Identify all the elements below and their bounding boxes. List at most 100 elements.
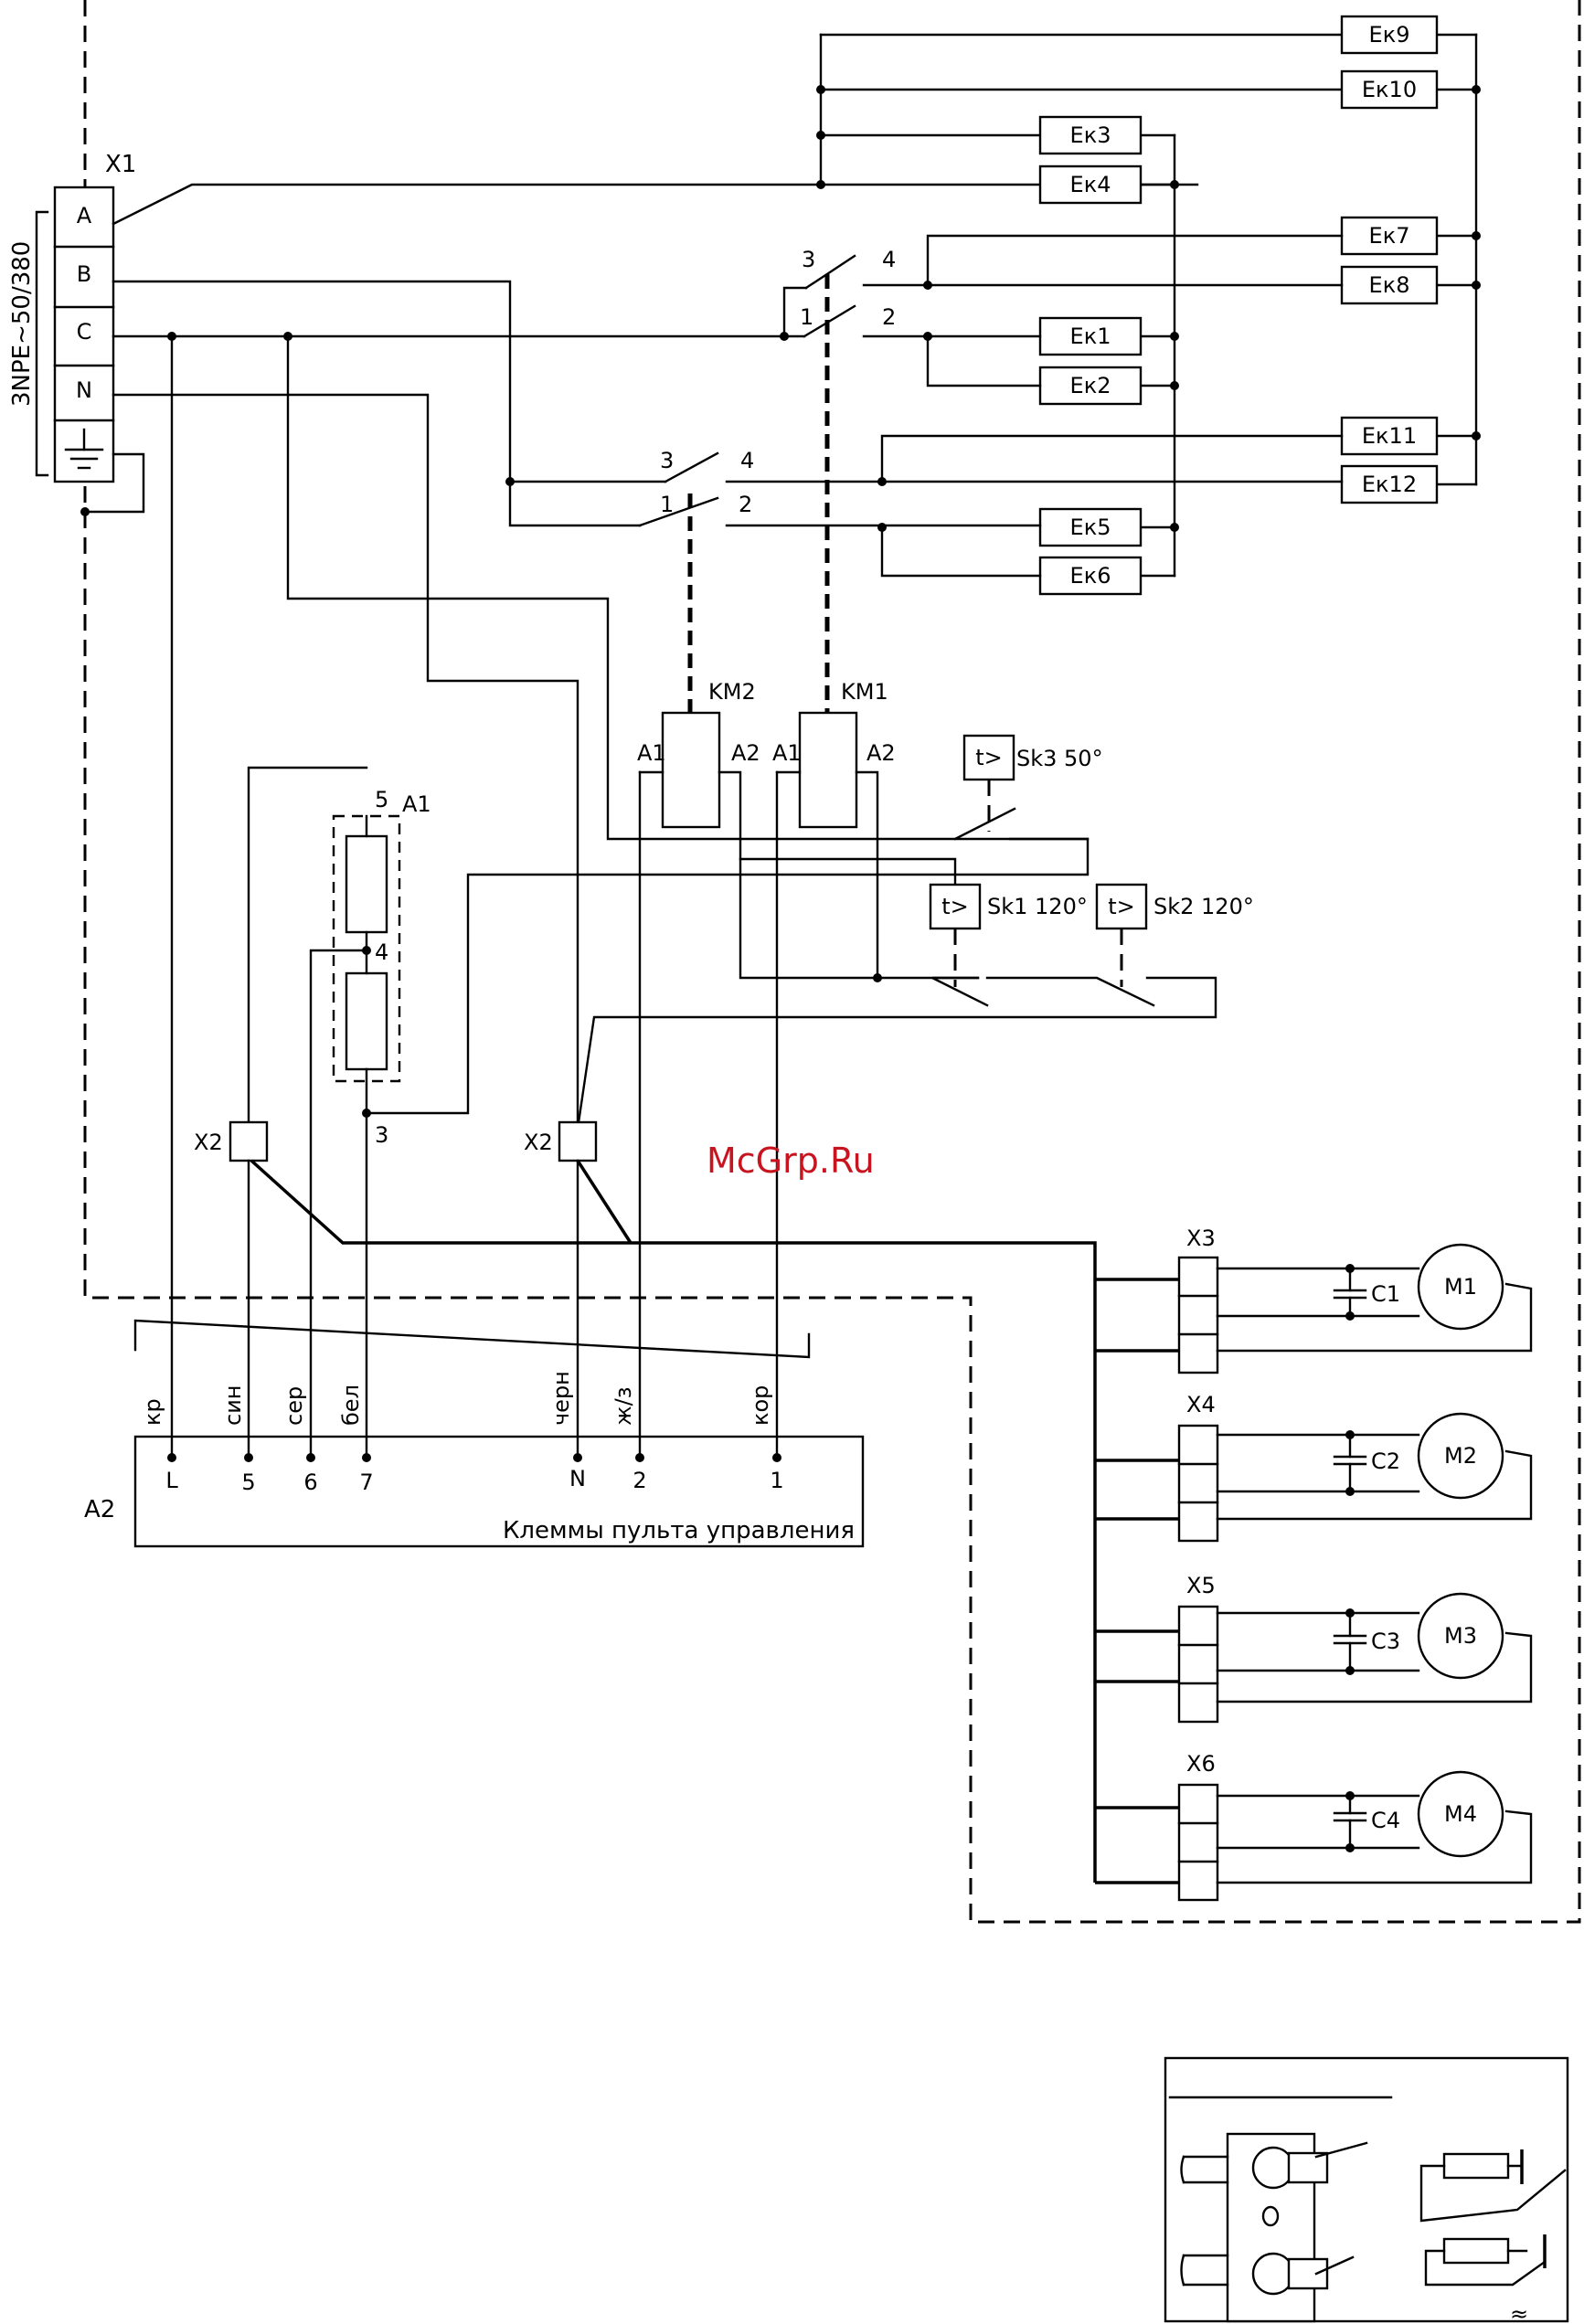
x6-label: X6 [1186,1751,1216,1777]
heater-ek3: Ек3 [1040,117,1141,154]
panel-terminal-7: 7 [359,1470,373,1495]
heater-ek11: Ек11 [1342,418,1437,454]
sk3-icon: t> [975,745,1003,770]
panel-terminal-6: 6 [303,1470,317,1495]
motor-m1-assembly: X3 C1 M1 [1179,1226,1531,1373]
km1-label: KM1 [841,679,888,705]
terminal-b-label: B [77,261,91,287]
sk1-icon: t> [941,894,969,919]
km2-contacts: 3 4 1 2 [113,281,1342,713]
wire-color-kor: кор [748,1385,773,1426]
wire-color-kr: кр [140,1398,165,1426]
heater-ek4-label: Ек4 [1070,172,1111,197]
heater-ek8: Ек8 [1342,267,1437,303]
x2-left-label: X2 [194,1130,223,1155]
wire-color-zh-z: ж/з [611,1387,636,1426]
heater-ek6-label: Ек6 [1070,563,1111,589]
heater-ek7-label: Ек7 [1369,223,1410,249]
heater-ek2-label: Ек2 [1070,373,1111,398]
km1-pin2-label: 2 [882,304,896,330]
c4-label: C4 [1371,1808,1400,1833]
heater-ek7: Ек7 [1342,218,1437,254]
wire-color-labels: кр син сер бел черн ж/з кор [140,1371,773,1426]
motor-m3-assembly: X5 C3 M3 [1179,1573,1531,1722]
wire-color-bel: бел [338,1385,364,1426]
x1-label: X1 [105,151,136,178]
heater-ek2: Ек2 [1040,367,1141,404]
wire-color-ser: сер [282,1386,307,1426]
terminal-a-label: A [77,203,92,228]
wire-color-sin: син [220,1385,246,1426]
heater-ek4: Ек4 [1040,166,1141,203]
motor-m2-label: M2 [1444,1443,1477,1469]
sk2-icon: t> [1108,894,1135,919]
km1-pin1-label: 1 [800,304,813,330]
terminal-c-label: C [77,319,92,345]
km1-pin4-label: 4 [882,247,896,272]
heater-ek8-label: Ек8 [1369,272,1410,298]
resistor-block-a1: 5 A1 4 3 [249,768,1088,1458]
km2-a2-label: A2 [731,740,760,766]
panel-caption: Клеммы пульта управления [503,1517,855,1544]
terminal-n-label: N [76,377,92,403]
motor-m4-label: M4 [1444,1801,1477,1827]
motor-m3-label: M3 [1444,1623,1477,1649]
km1-a1-label: A1 [772,740,802,766]
sk3-label: Sk3 50° [1016,746,1103,771]
heater-ek9: Ек9 [1342,16,1437,53]
cable-bracket [135,1321,809,1357]
heater-ek10-label: Ек10 [1362,77,1417,102]
sk2-label: Sk2 120° [1153,894,1254,919]
heater-ek1: Ек1 [1040,318,1141,355]
sk1-label: Sk1 120° [987,894,1088,919]
panel-terminal-1: 1 [770,1468,783,1493]
km2-pin2-label: 2 [739,492,752,517]
km2-pin4-label: 4 [740,448,754,473]
wire-color-chern: черн [548,1371,574,1426]
km2-a1-label: A1 [637,740,666,766]
km1-a2-label: A2 [866,740,896,766]
x2-right-label: X2 [524,1130,553,1155]
heater-ek12: Ек12 [1342,466,1437,503]
a2-label: A2 [84,1496,115,1523]
motor-m2-assembly: X4 C2 M2 [1179,1392,1531,1541]
km2-pin3-label: 3 [660,448,674,473]
x1-terminal-block: A B C N X1 3NPE~50/380 [8,151,144,516]
km1-coil: KM1 A1 A2 [772,679,896,1458]
panel-terminal-l: L [165,1468,178,1493]
phase-a-wiring [113,35,1342,224]
thermostat-sk1: t> Sk1 120° [930,885,1088,987]
c3-label: C3 [1371,1629,1400,1654]
panel-terminal-n: N [569,1466,586,1491]
thermostat-sk3: t> Sk3 50° [955,736,1103,839]
heater-ek9-label: Ек9 [1369,22,1410,48]
x5-label: X5 [1186,1573,1216,1598]
km2-label: KM2 [708,679,756,705]
a1-pin5-label: 5 [375,787,388,812]
a1-pin4-label: 4 [375,939,388,965]
panel-terminal-5: 5 [241,1470,255,1495]
km1-contacts: 3 4 1 2 [113,236,1342,713]
panel-terminal-2: 2 [633,1468,646,1493]
km2-pin1-label: 1 [660,492,674,517]
inset-detail: ≈ [1165,2058,1568,2324]
inset-note: ≈ [1510,2301,1528,2324]
motor-m1-label: M1 [1444,1274,1477,1300]
x3-label: X3 [1186,1226,1216,1251]
heater-ek10: Ек10 [1342,71,1437,108]
supply-label: 3NPE~50/380 [8,241,36,407]
heater-ek1-label: Ек1 [1070,324,1111,349]
watermark: McGrp.Ru [707,1141,875,1181]
heater-ek11-label: Ек11 [1362,423,1417,449]
thermostat-sk2: t> Sk2 120° [1097,885,1254,987]
heater-ek12-label: Ек12 [1362,472,1417,497]
c1-label: C1 [1371,1281,1400,1307]
heater-ek3-label: Ек3 [1070,122,1111,148]
heater-ek6: Ек6 [1040,557,1141,594]
a1-label: A1 [402,791,431,817]
heater-ek5-label: Ек5 [1070,515,1111,540]
a1-pin3-label: 3 [375,1122,388,1148]
thermostat-chain [578,978,1216,1129]
km1-pin3-label: 3 [802,247,815,272]
